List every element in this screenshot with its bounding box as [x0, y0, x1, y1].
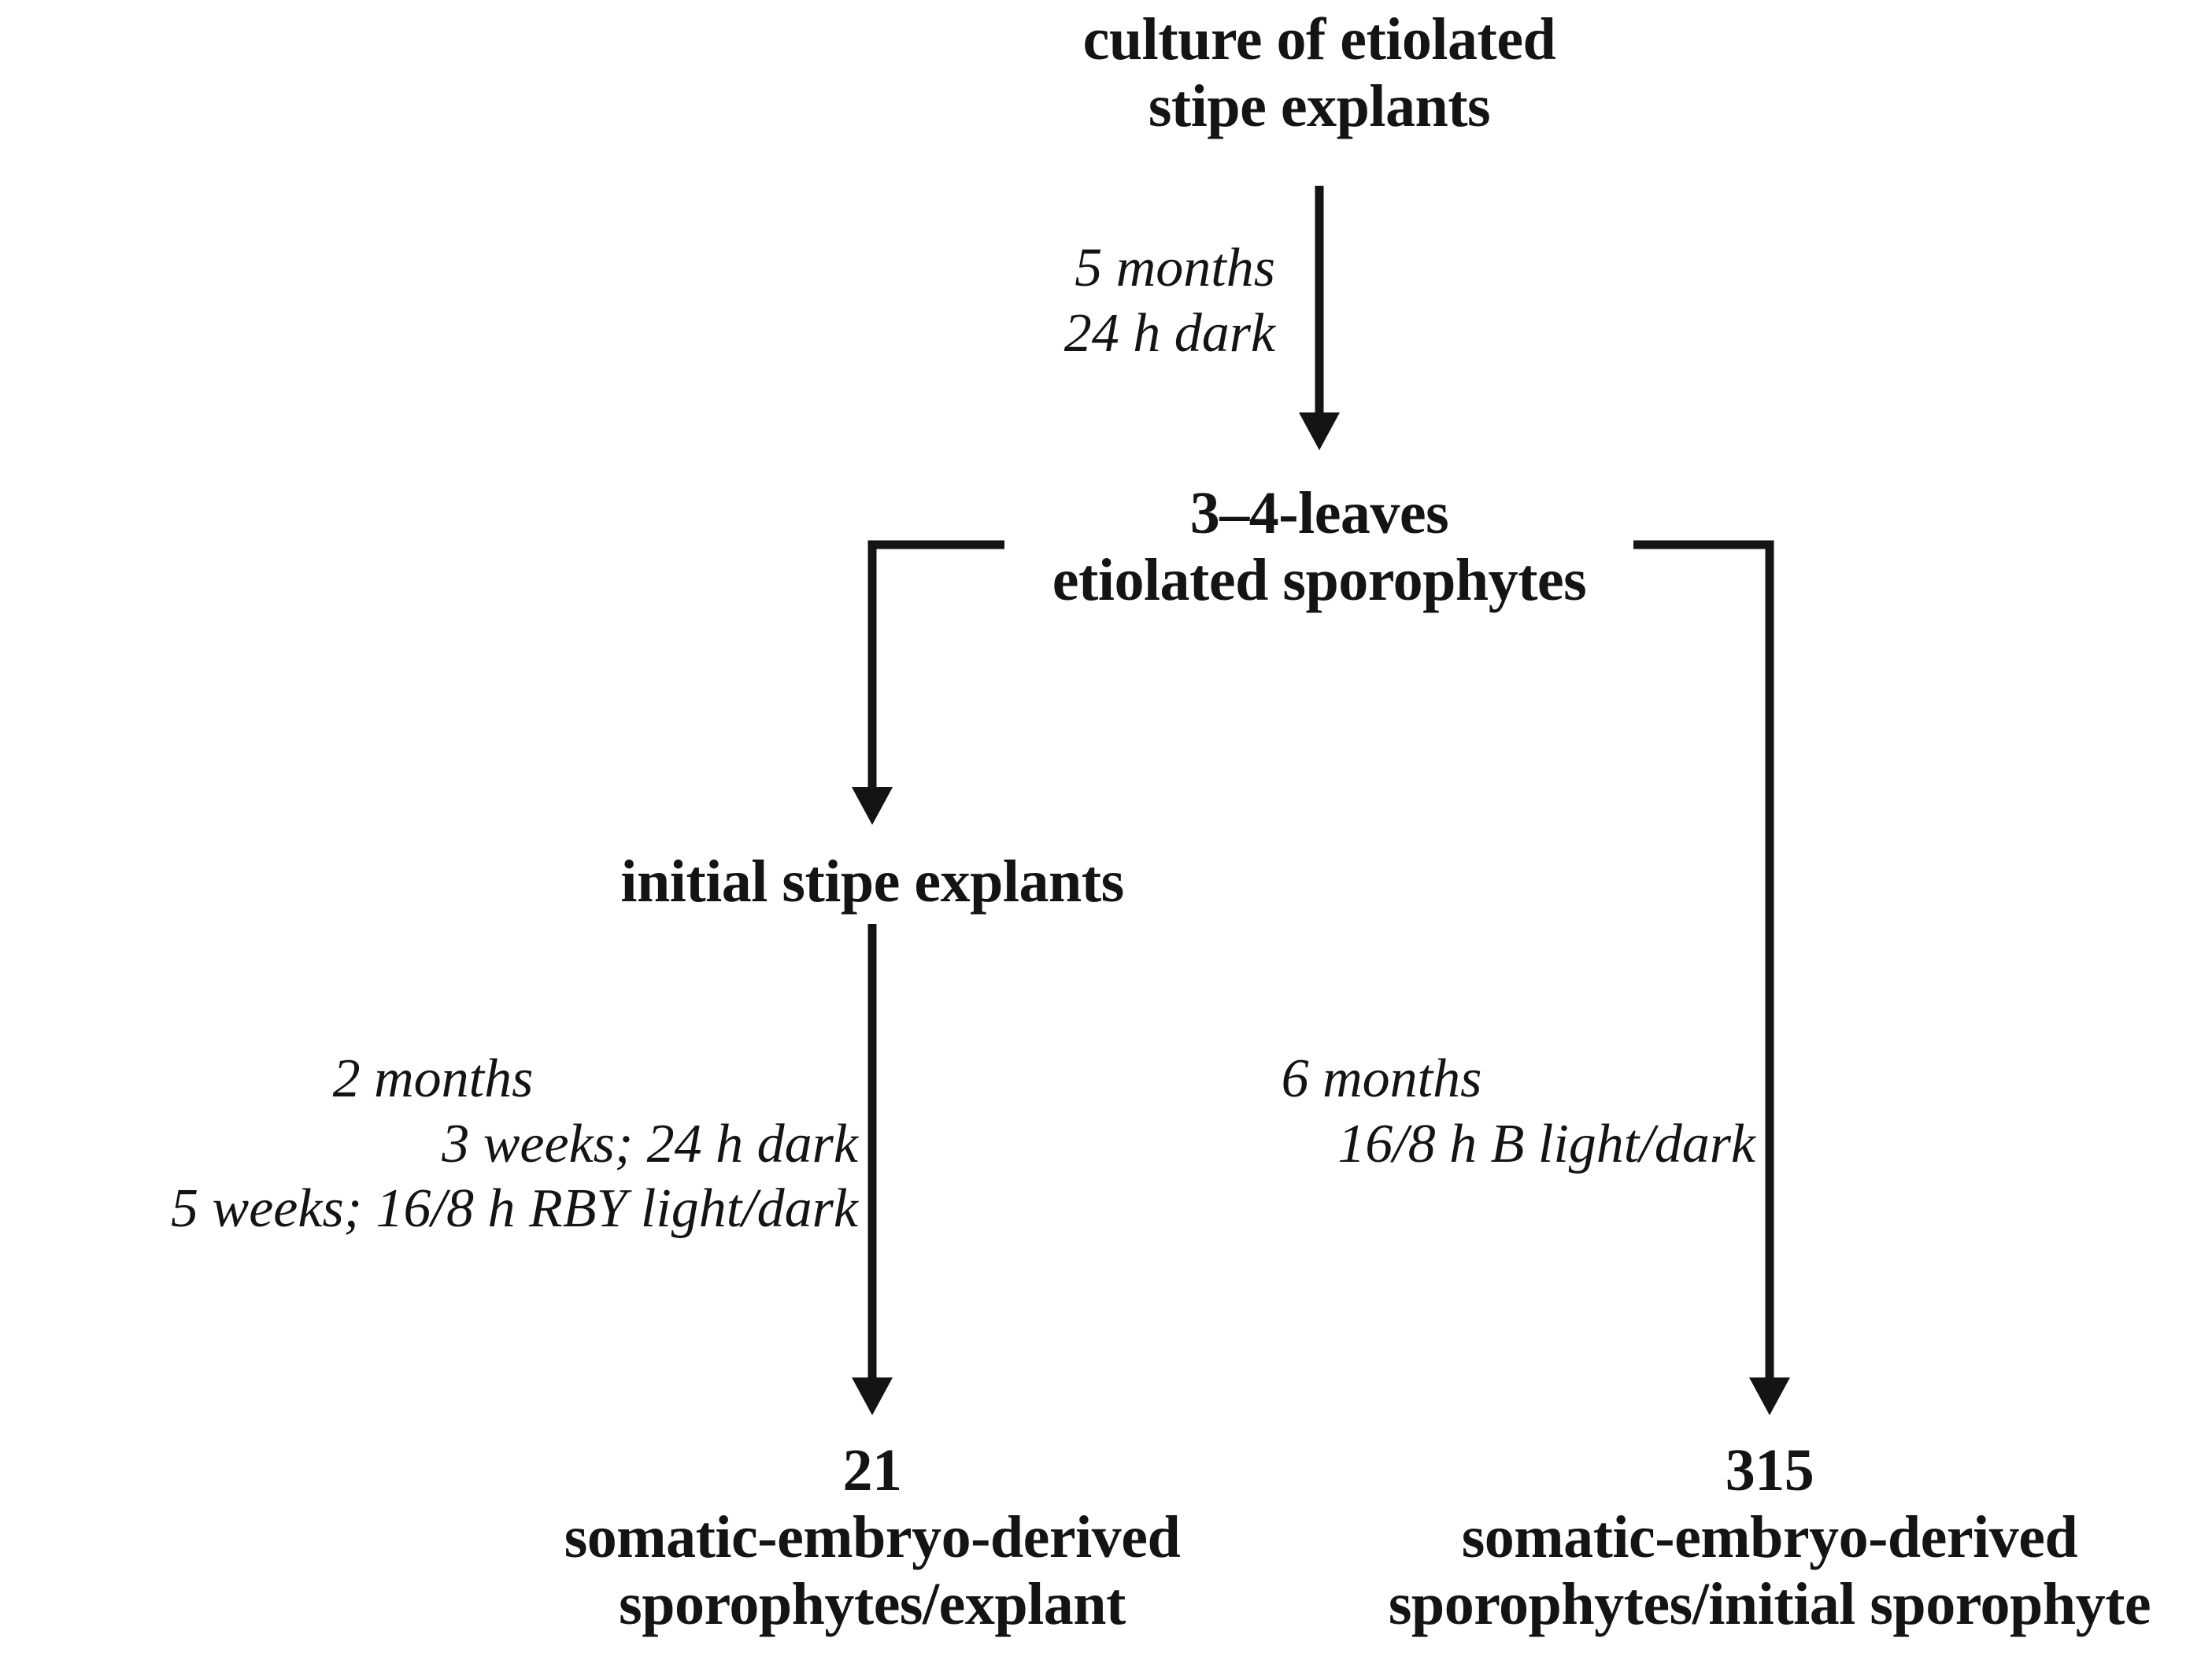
- branch-sporophytes-right: [1633, 540, 1790, 1415]
- result-left-count: 21: [842, 1437, 903, 1503]
- edge-label-left-line3: 5 weeks; 16/8 h RBY light/dark: [171, 1178, 858, 1240]
- node-initial-stipe-explants: initial stipe explants: [400, 849, 1345, 915]
- node-explants-line1: initial stipe explants: [620, 849, 1124, 915]
- result-left-line2: sporophytes/explant: [619, 1571, 1126, 1638]
- node-sporophytes-line2: etiolated sporophytes: [1052, 547, 1587, 614]
- result-right-line2: sporophytes/initial sporophyte: [1388, 1571, 2151, 1638]
- node-start-line2: stipe explants: [1148, 73, 1491, 140]
- edge-label-top-line1: 5 months: [1075, 238, 1275, 298]
- edge-label-right-line2: 16/8 h B light/dark: [1337, 1113, 1755, 1174]
- edge-label-top: 5 months 24 h dark: [567, 236, 1275, 366]
- arrow-start-to-sporophytes: [1299, 186, 1340, 450]
- node-sporophytes-line1: 3–4-leaves: [1189, 480, 1449, 546]
- edge-label-left-line1: 2 months: [332, 1048, 534, 1109]
- edge-label-left: 2 months 3 weeks; 24 h dark 5 weeks; 16/…: [8, 1047, 858, 1242]
- edge-label-left-line2: 3 weeks; 24 h dark: [442, 1113, 858, 1174]
- result-right-line1: somatic-embryo-derived: [1461, 1504, 2078, 1571]
- node-start-line1: culture of etiolated: [1082, 6, 1556, 72]
- node-etiolated-sporophytes: 3–4-leaves etiolated sporophytes: [847, 480, 1792, 614]
- edge-label-right-line1: 6 months: [1281, 1048, 1482, 1109]
- node-result-right: 315 somatic-embryo-derived sporophytes/i…: [1297, 1437, 2212, 1638]
- node-start-culture: culture of etiolated stipe explants: [847, 6, 1792, 140]
- edge-label-right: 6 months 16/8 h B light/dark: [1008, 1047, 1755, 1177]
- result-left-line1: somatic-embryo-derived: [564, 1504, 1181, 1571]
- edge-label-top-line2: 24 h dark: [1063, 302, 1275, 364]
- result-right-count: 315: [1725, 1437, 1814, 1503]
- node-result-left: 21 somatic-embryo-derived sporophytes/ex…: [400, 1437, 1345, 1638]
